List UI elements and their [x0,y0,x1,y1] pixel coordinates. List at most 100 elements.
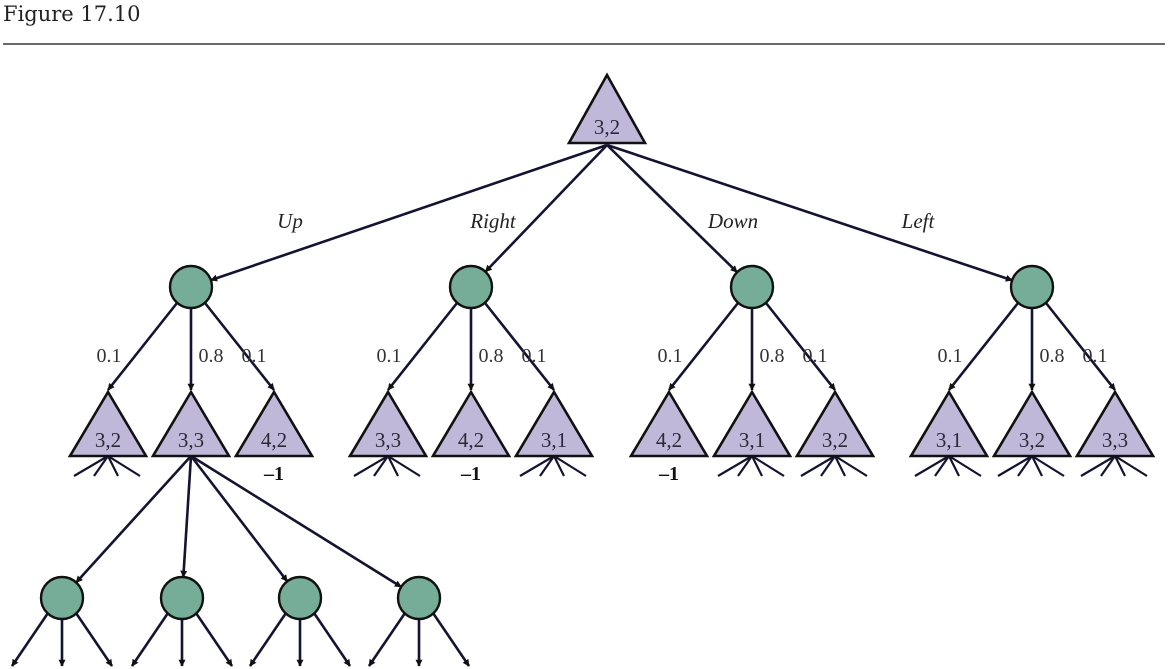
subtree-stub-2 [948,455,960,477]
probability-label: 0.8 [479,345,504,367]
outcome-edge [106,302,179,391]
subtree-stub-1 [93,455,109,477]
subtree-stub-2 [1031,455,1043,477]
outcome-state-node [233,389,315,458]
chance-node-up [168,264,214,310]
reward-label: –1 [263,463,284,485]
outcome-state-node-label: 3,2 [1019,428,1045,452]
subtree-stub-0 [519,455,555,477]
action-edge-right [484,144,608,273]
action-label-left: Left [901,209,936,233]
subtree-stub-3 [834,455,868,477]
outcome-state-node [794,389,876,458]
subtree-stub-3 [1031,455,1065,477]
outcome-state-node [908,389,990,458]
outcome-state-node-label: 3,3 [375,428,401,452]
probability-label: 0.1 [377,345,402,367]
subtree-stub-0 [800,455,836,477]
expanded-action-edge [190,454,402,589]
subtree-stub-0 [717,455,753,477]
expanded-outcome-edge [130,612,170,667]
subtree-stub-3 [948,455,982,477]
subtree-stub-2 [1114,455,1126,477]
outcome-edge [1044,302,1117,391]
chance-node-left [1009,264,1055,310]
action-edge-down [606,144,739,274]
subtree-stub-3 [107,455,141,477]
subtree-stub-0 [353,455,389,477]
expanded-outcome-edge [74,612,114,667]
outcome-state-node-label: 3,3 [1102,428,1128,452]
expanded-action-edge [75,455,192,584]
subtree-stub-1 [539,455,555,477]
outcome-state-node-label: 3,2 [822,428,848,452]
subtree-stub-1 [1100,455,1116,477]
outcome-state-node-label: 4,2 [458,428,484,452]
expanded-outcome-edge [367,612,407,667]
action-label-down: Down [707,209,758,233]
subtree-stub-3 [1114,455,1148,477]
expanded-chance-node [39,575,85,621]
outcome-state-node [430,389,512,458]
outcome-state-node-label: 3,2 [95,428,121,452]
outcome-edge [483,302,556,391]
expanded-outcome-edge [10,612,50,667]
expanded-chance-node [159,575,205,621]
probability-label: 0.1 [97,345,122,367]
outcome-edge [203,302,276,391]
chance-node-down [729,264,775,310]
probability-label: 0.1 [1083,345,1108,367]
outcome-edge [667,302,740,391]
outcome-state-node-label: 3,1 [739,428,765,452]
subtree-stub-1 [934,455,950,477]
probability-label: 0.1 [658,345,683,367]
outcome-edge [386,302,459,391]
root-state-node [566,72,648,145]
figure-title: Figure 17.10 [3,2,141,26]
expanded-outcome-edge [312,612,352,667]
outcome-state-node [513,389,595,458]
action-edge-left [606,143,1013,282]
subtree-stub-2 [751,455,763,477]
reward-label: –1 [658,463,679,485]
expanded-chance-node [396,575,442,621]
action-label-up: Up [277,209,303,233]
probability-label: 0.1 [522,345,547,367]
subtree-stub-1 [373,455,389,477]
outcome-edge [947,302,1020,391]
outcome-state-node [347,389,429,458]
title-divider [3,43,1165,45]
outcome-state-node [628,389,710,458]
expanded-outcome-edge [248,612,288,667]
subtree-stub-1 [820,455,836,477]
subtree-stub-2 [387,455,399,477]
probability-label: 0.1 [803,345,828,367]
expanded-action-edge [189,455,289,583]
outcome-state-node-label: 3,1 [541,428,567,452]
expanded-outcome-edge [431,612,471,667]
chance-node-right [448,264,494,310]
expanded-outcome-edge [194,612,234,667]
subtree-stub-0 [73,455,109,477]
reward-label: –1 [460,463,481,485]
subtree-stub-0 [1080,455,1116,477]
subtree-stub-2 [834,455,846,477]
action-edge-up [210,143,608,282]
outcome-state-node [150,389,232,458]
expanded-action-edge [180,455,193,578]
subtree-stub-1 [1017,455,1033,477]
outcome-state-node [1074,389,1156,458]
outcome-state-node [67,389,149,458]
subtree-stub-1 [737,455,753,477]
subtree-stub-3 [553,455,587,477]
subtree-stub-0 [997,455,1033,477]
subtree-stub-2 [553,455,565,477]
outcome-state-node-label: 4,2 [261,428,287,452]
outcome-state-node-label: 3,3 [178,428,204,452]
action-label-right: Right [469,209,517,233]
outcome-state-node [991,389,1073,458]
outcome-state-node-label: 4,2 [656,428,682,452]
probability-label: 0.8 [760,345,785,367]
expanded-chance-node [277,575,323,621]
